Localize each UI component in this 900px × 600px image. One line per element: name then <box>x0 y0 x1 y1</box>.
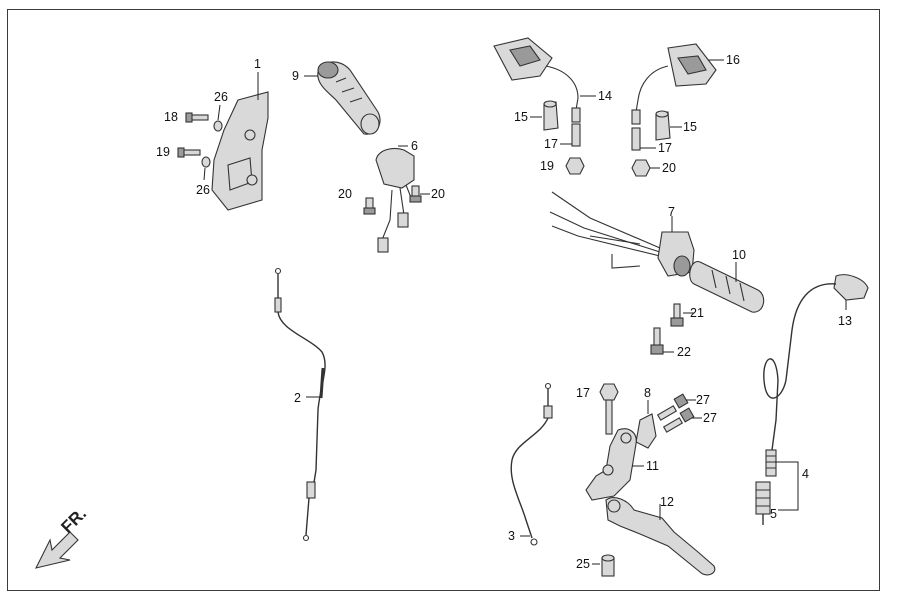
callout-5: 5 <box>770 507 777 521</box>
fr-arrow-icon <box>34 531 79 569</box>
leader-26-lower <box>203 167 206 181</box>
callout-19-upper: 18 <box>164 110 178 124</box>
callout-17-right: 17 <box>658 141 672 155</box>
callout-18: 17 <box>576 386 590 400</box>
callout-11: 11 <box>646 459 659 473</box>
callout-25: 25 <box>576 557 590 571</box>
part-17-bolt-right <box>631 127 641 151</box>
callout-15-left: 15 <box>514 110 528 124</box>
callout-24: 22 <box>677 345 691 359</box>
leader-26-upper <box>217 104 221 121</box>
part-23-screw <box>670 303 684 327</box>
callout-3: 3 <box>508 529 515 543</box>
part-19-bolt-lower <box>177 147 201 158</box>
part-3-cable <box>510 382 553 546</box>
part-20-nut-left <box>565 157 585 175</box>
callout-1: 1 <box>254 57 261 71</box>
part-13-cable-cover <box>763 274 869 451</box>
callout-16: 16 <box>726 53 740 67</box>
callout-2: 2 <box>294 391 301 405</box>
part-2-cable <box>274 267 326 542</box>
part-27-bolt-lower <box>662 407 695 433</box>
callout-17-left: 17 <box>544 137 558 151</box>
callout-23: 21 <box>690 306 704 320</box>
part-11-lever-bracket <box>585 428 637 501</box>
part-21-screw <box>363 197 376 215</box>
part-10-grip <box>689 261 765 313</box>
part-8-clamp <box>635 413 657 449</box>
part-19-bolt-upper <box>185 112 209 123</box>
part-22-screw <box>409 185 422 203</box>
part-7-throttle-housing <box>549 191 695 277</box>
direction-label: FR. <box>57 504 90 537</box>
callout-13: 13 <box>838 314 852 328</box>
callout-4: 4 <box>802 467 809 481</box>
callout-22: 20 <box>431 187 445 201</box>
part-15-cap-right <box>655 110 671 141</box>
callout-27-lower: 27 <box>703 411 717 425</box>
part-6-switch <box>375 147 415 253</box>
callout-20-left: 19 <box>540 159 554 173</box>
part-12-lever <box>605 497 716 576</box>
part-25-nut <box>601 554 615 577</box>
part-9-grip <box>317 61 381 135</box>
callout-7: 7 <box>668 205 675 219</box>
part-26-washer-upper <box>213 120 223 132</box>
callout-6: 6 <box>411 139 418 153</box>
callout-26-lower: 26 <box>196 183 210 197</box>
callout-12: 12 <box>660 495 674 509</box>
callout-15-right: 15 <box>683 120 697 134</box>
callout-26-upper: 26 <box>214 90 228 104</box>
part-20-nut-right <box>631 159 651 177</box>
part-17-bolt-left <box>571 123 581 147</box>
callout-14: 14 <box>598 89 612 103</box>
part-5-adjuster-nut <box>755 481 771 525</box>
part-14-mirror-left <box>493 37 581 123</box>
part-4-adjuster <box>765 449 777 477</box>
part-26-washer-lower <box>201 156 211 168</box>
callout-19-lower: 19 <box>156 145 170 159</box>
callout-27-upper: 27 <box>696 393 710 407</box>
callout-10: 10 <box>732 248 746 262</box>
part-27-bolt-upper <box>656 393 689 421</box>
part-18-bolt <box>599 383 619 435</box>
leader-4 <box>774 461 799 511</box>
callout-9: 9 <box>292 69 299 83</box>
callout-20-right: 20 <box>662 161 676 175</box>
part-1-cover <box>211 91 269 211</box>
part-16-mirror-right <box>631 43 717 125</box>
callout-8: 8 <box>644 386 651 400</box>
callout-21: 20 <box>338 187 352 201</box>
part-24-screw <box>650 327 664 355</box>
part-15-cap-left <box>543 100 559 131</box>
